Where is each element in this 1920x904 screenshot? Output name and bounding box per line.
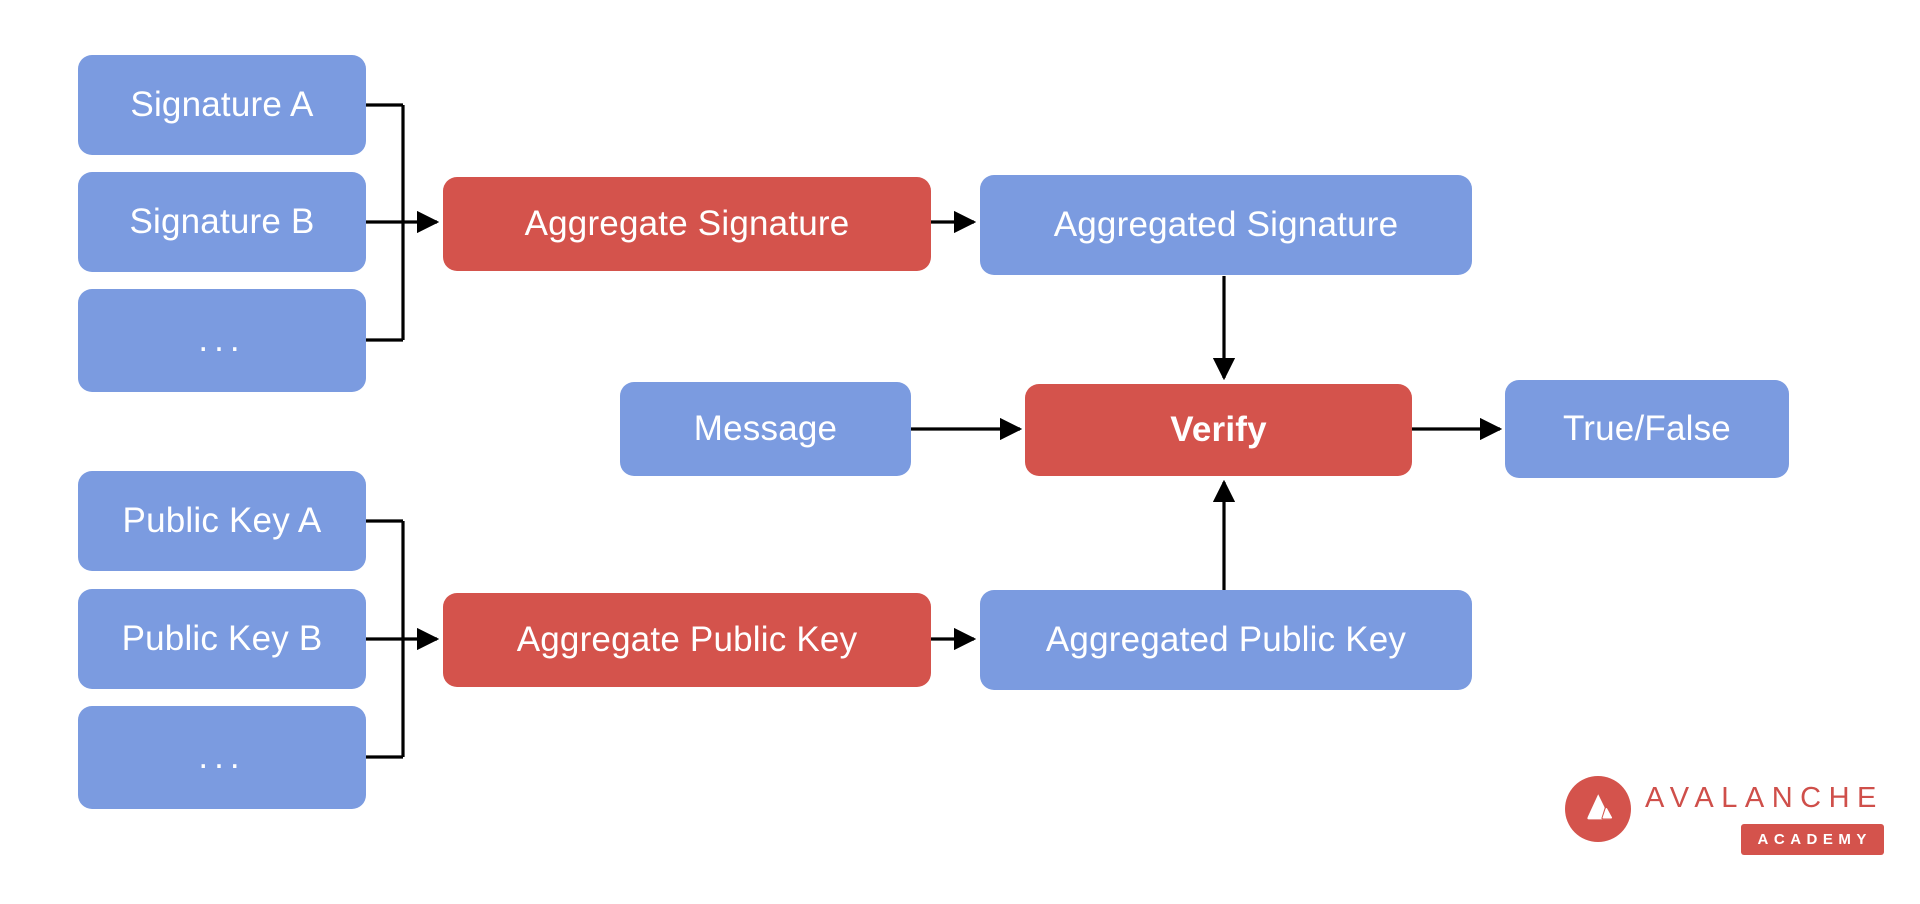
node-aggregated-public-key[interactable]: Aggregated Public Key (980, 590, 1472, 690)
node-true-false[interactable]: True/False (1505, 380, 1789, 478)
node-message-label: Message (693, 408, 838, 448)
node-true-false-label: True/False (1563, 408, 1731, 448)
node-public-key-b-label: Public Key B (121, 618, 323, 658)
node-public-key-a[interactable]: Public Key A (78, 471, 366, 571)
node-public-key-more-label: ... (198, 737, 246, 777)
node-aggregated-signature[interactable]: Aggregated Signature (980, 175, 1472, 275)
node-message[interactable]: Message (620, 382, 911, 476)
logo-wordmark: AVALANCHE (1645, 782, 1884, 814)
node-signature-more-label: ... (198, 320, 246, 360)
node-aggregated-public-key-label: Aggregated Public Key (1045, 619, 1407, 659)
logo-text-block: AVALANCHE ACADEMY (1645, 776, 1884, 855)
node-aggregate-public-key[interactable]: Aggregate Public Key (443, 593, 931, 687)
node-aggregate-signature-label: Aggregate Signature (524, 203, 850, 243)
node-aggregate-public-key-label: Aggregate Public Key (516, 619, 858, 659)
node-verify[interactable]: Verify (1025, 384, 1412, 476)
node-signature-a-label: Signature A (130, 84, 314, 124)
node-signature-more[interactable]: ... (78, 289, 366, 392)
node-aggregate-signature[interactable]: Aggregate Signature (443, 177, 931, 271)
node-public-key-more[interactable]: ... (78, 706, 366, 809)
avalanche-academy-logo: AVALANCHE ACADEMY (1565, 776, 1884, 855)
node-signature-b[interactable]: Signature B (78, 172, 366, 272)
node-public-key-b[interactable]: Public Key B (78, 589, 366, 689)
avalanche-triangle-icon (1587, 794, 1614, 820)
avalanche-logo-icon (1565, 776, 1631, 842)
node-public-key-a-label: Public Key A (122, 500, 322, 540)
logo-academy-badge: ACADEMY (1740, 824, 1884, 855)
node-signature-b-label: Signature B (129, 201, 315, 241)
node-aggregated-signature-label: Aggregated Signature (1053, 204, 1399, 244)
node-signature-a[interactable]: Signature A (78, 55, 366, 155)
node-verify-label: Verify (1170, 409, 1267, 449)
